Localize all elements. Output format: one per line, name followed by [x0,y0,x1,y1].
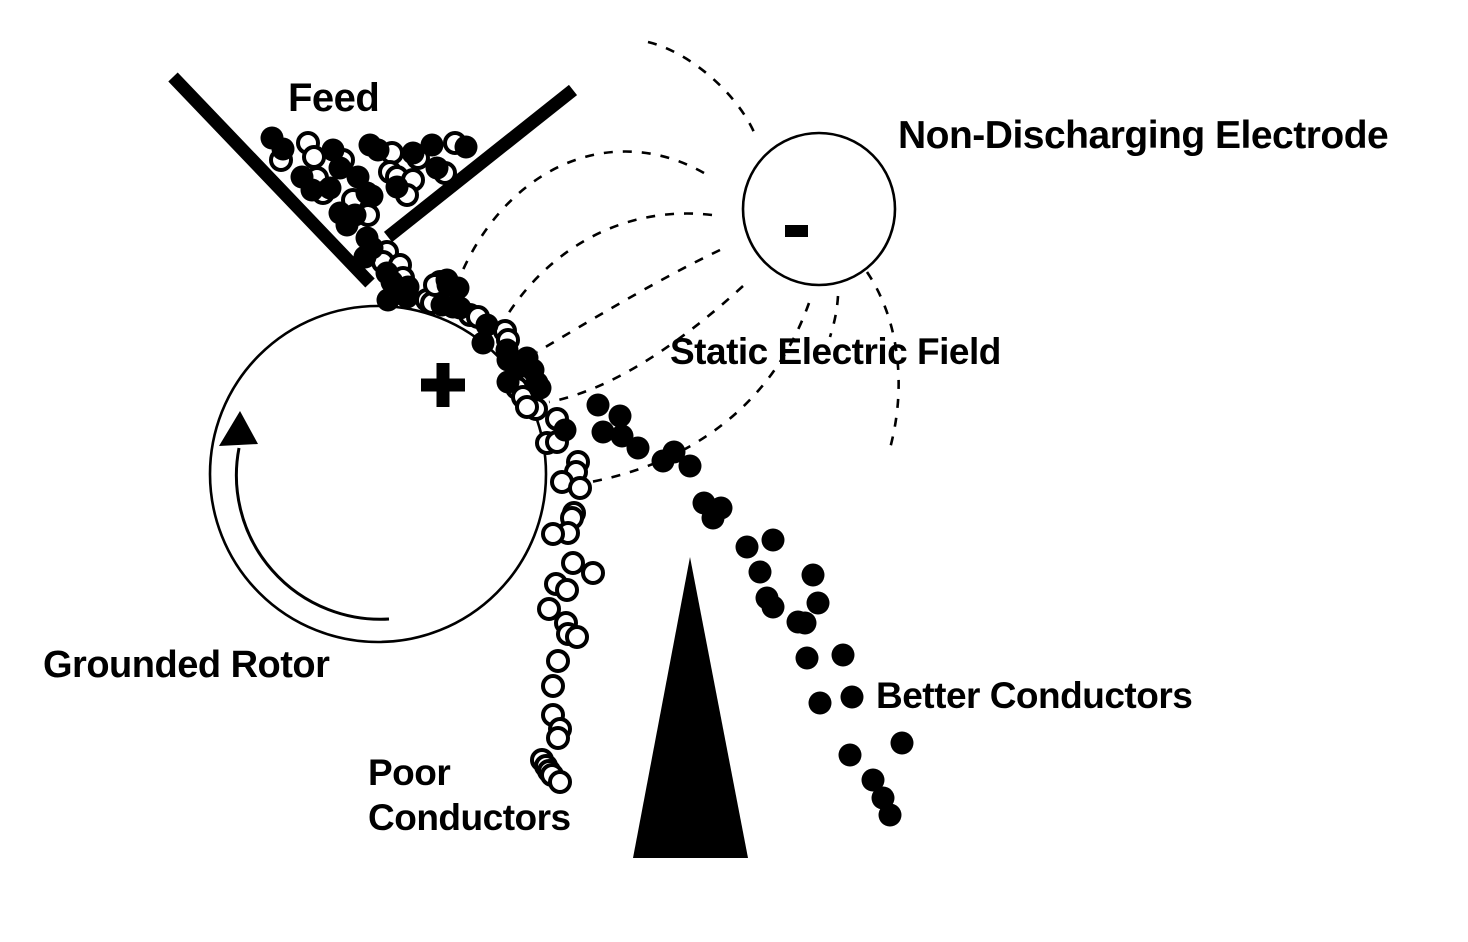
particle-black [471,331,495,355]
particle-black [793,611,817,635]
particle-black [425,156,449,180]
particle-black [353,245,377,269]
particle-black [662,440,686,464]
particle-black [808,691,832,715]
poor-conductors-line1: Poor [368,752,451,793]
particle-black [861,768,885,792]
field-lines-group [457,40,900,488]
particle-white [581,561,605,585]
particle-black [528,376,552,400]
particle-black [878,803,902,827]
particle-white [541,674,565,698]
poor-conductors-label: Poor Conductors [368,750,628,840]
particle-black [300,178,324,202]
non-discharging-electrode-label: Non-Discharging Electrode [898,114,1389,157]
particle-white [555,578,579,602]
particle-white [548,770,572,794]
splitter-group [633,557,748,858]
grounded-rotor-label: Grounded Rotor [43,644,330,686]
rotation-arrow-arc [234,447,390,621]
particle-black [795,646,819,670]
feed-hopper-group [168,72,578,288]
particle-black [441,295,465,319]
particle-black [840,685,864,709]
particle-white [515,395,539,419]
particle-black [801,563,825,587]
particle-black [454,135,478,159]
particle-black [385,175,409,199]
particle-white [541,522,565,546]
field-line [566,302,811,488]
particle-black [586,393,610,417]
particle-black [395,285,419,309]
particle-black [401,141,425,165]
particle-black [678,454,702,478]
particle-black [890,731,914,755]
particle-black [761,528,785,552]
hopper-left-wall [168,72,375,288]
particle-white [546,726,570,750]
particle-black [435,268,459,292]
particle-black [761,595,785,619]
rotation-arrow-head [219,411,258,446]
electrode-minus-symbol [785,225,808,237]
particle-white [561,551,585,575]
particle-black [496,370,520,394]
better-conductors-label: Better Conductors [876,675,1193,716]
particle-black [318,176,342,200]
particle-black [271,137,295,161]
particle-black [610,424,634,448]
field-line [457,150,705,280]
particle-black [475,313,499,337]
particle-black [608,404,632,428]
particle-black [553,418,577,442]
particles-group [260,126,914,827]
static-electric-field-label: Static Electric Field [670,331,1001,372]
particle-white [546,649,570,673]
feed-label: Feed [288,76,380,120]
particle-black [806,591,830,615]
particle-white [568,476,592,500]
rotor-circle [208,304,548,644]
particle-white [565,625,589,649]
particle-black [360,184,384,208]
rotor-plus-symbol [421,363,465,407]
field-line [536,248,721,354]
hopper-right-wall [383,84,578,243]
field-line [865,271,900,453]
splitter-triangle [633,557,748,858]
field-line [647,40,758,138]
poor-conductors-line2: Conductors [368,797,571,839]
electrode-circle [741,131,897,287]
particle-black [748,560,772,584]
particle-black [591,420,615,444]
field-line [828,295,840,338]
field-line [548,285,744,404]
grounded-rotor-group [208,304,548,644]
particle-black [838,743,862,767]
particle-black [328,156,352,180]
particle-black [335,213,359,237]
particle-black [626,436,650,460]
particle-white [537,597,561,621]
particle-black [735,535,759,559]
electrode-group [741,131,897,287]
particle-black [376,288,400,312]
particle-black [831,643,855,667]
particle-black [701,506,725,530]
particle-black [420,133,444,157]
particle-white [302,145,326,169]
particle-black [366,138,390,162]
particle-black [321,138,345,162]
